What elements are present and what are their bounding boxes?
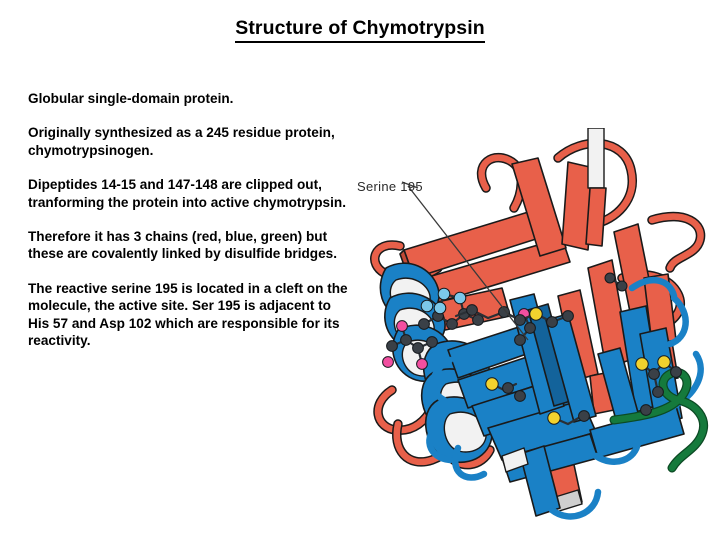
disulfide-bridge-bottom <box>547 410 590 426</box>
disulfide-bridge-upper <box>454 304 574 328</box>
disulfide-bridge-lower-left <box>485 377 526 402</box>
ball-and-stick-residues <box>382 272 682 426</box>
body-paragraph-3: Dipeptides 14-15 and 147-148 are clipped… <box>28 177 346 210</box>
residue-asp102 <box>382 320 438 370</box>
residue-cluster-upper-right <box>604 272 628 292</box>
page-title-text: Structure of Chymotrypsin <box>235 17 485 44</box>
body-paragraph-1: Globular single-domain protein. <box>28 91 234 106</box>
body-text-block: Globular single-domain protein. Original… <box>28 90 353 349</box>
body-paragraph-2: Originally synthesized as a 245 residue … <box>28 125 335 158</box>
serine-195-label: Serine 195 <box>357 179 423 194</box>
ribbon-chain-green <box>609 368 708 473</box>
body-paragraph-4: Therefore it has 3 chains (red, blue, gr… <box>28 229 337 262</box>
body-paragraph-5: The reactive serine 195 is located in a … <box>28 280 348 349</box>
serine-195-leader-line <box>401 181 529 341</box>
protein-structure-figure: .rb { fill:#E8604A; stroke:#1A1A1A; stro… <box>352 128 720 520</box>
residue-ser195 <box>514 308 536 346</box>
page-title: Structure of Chymotrypsin <box>0 17 720 44</box>
ribbon-chain-blue-sheets <box>447 293 685 517</box>
protein-ribbon-diagram: .rb { fill:#E8604A; stroke:#1A1A1A; stro… <box>370 128 708 520</box>
disulfide-bridge-right <box>635 355 682 416</box>
